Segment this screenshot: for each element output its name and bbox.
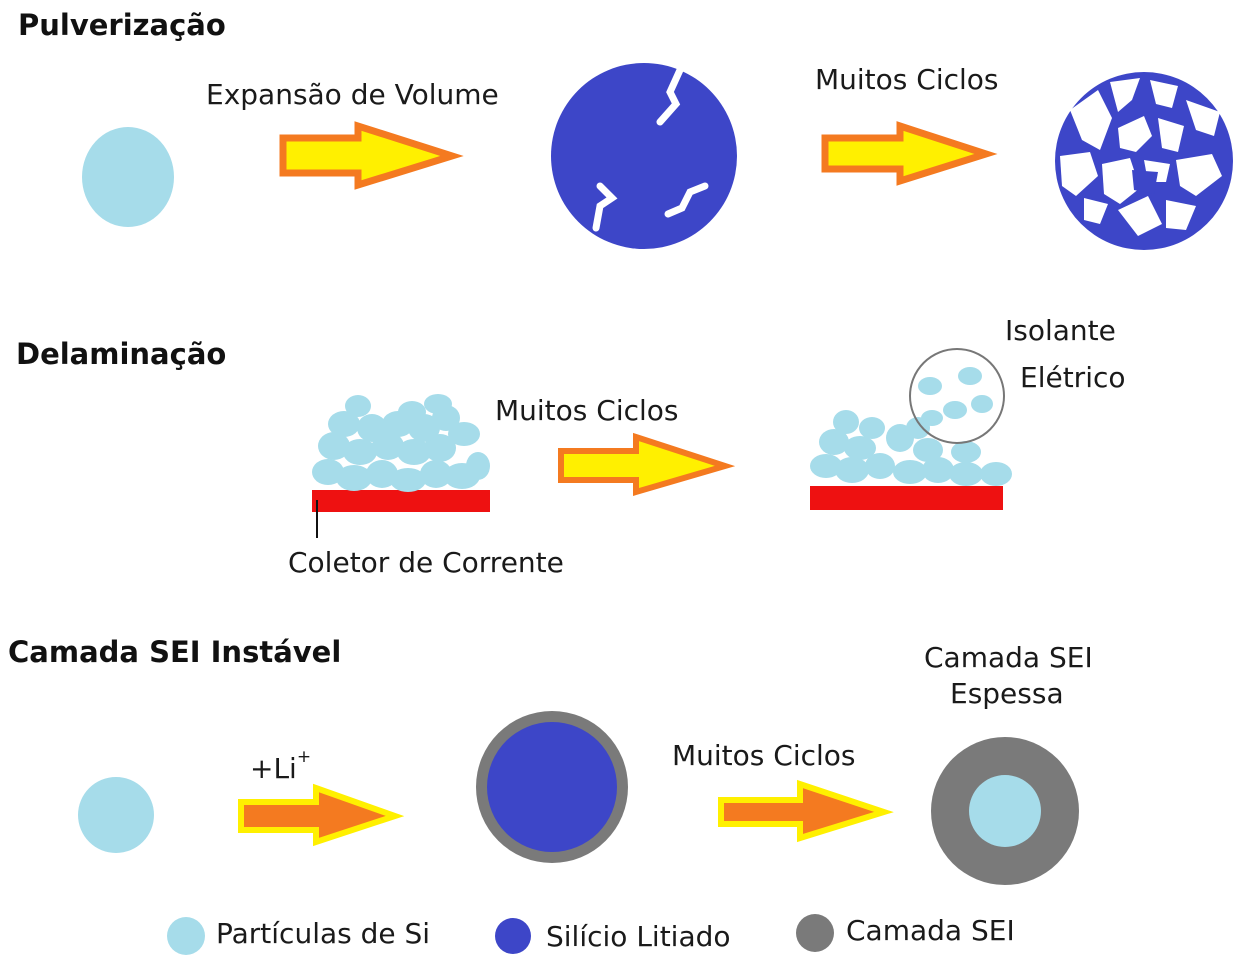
legend-label-lithiated-si: Silício Litiado xyxy=(546,920,731,953)
label-many-cycles-sei: Muitos Ciclos xyxy=(672,739,856,772)
arrow-many-cycles-1 xyxy=(821,121,998,186)
legend-label-sei-layer: Camada SEI xyxy=(846,914,1015,947)
si-electrode-layer-right xyxy=(810,410,1012,486)
legend-swatch-si-particles xyxy=(167,917,205,955)
arrow-many-cycles-delamination xyxy=(558,432,736,497)
label-lithium-ion: +Li+ xyxy=(250,747,311,786)
cracked-lithiated-particle xyxy=(551,63,737,249)
arrow-expansion xyxy=(279,121,464,190)
label-volume-expansion: Expansão de Volume xyxy=(206,78,499,111)
si-electrode-layer-left xyxy=(312,394,490,492)
label-thick-sei-line1: Camada SEI xyxy=(924,641,1093,674)
particle-with-thick-sei xyxy=(931,737,1079,885)
label-lithium-text: +Li xyxy=(250,752,297,785)
label-many-cycles-pulverization: Muitos Ciclos xyxy=(815,63,999,96)
legend-swatch-sei-layer xyxy=(796,914,834,952)
arrow-many-cycles-sei xyxy=(718,779,894,843)
label-thick-sei-line2: Espessa xyxy=(950,677,1064,710)
current-collector-left xyxy=(312,490,490,512)
section-title-unstable-sei: Camada SEI Instável xyxy=(8,635,342,669)
arrow-lithiation xyxy=(238,783,405,847)
legend-swatch-lithiated-si xyxy=(495,918,531,954)
si-particle xyxy=(82,127,174,227)
pulverized-particle xyxy=(1055,72,1233,250)
legend-label-si-particles: Partículas de Si xyxy=(216,917,431,950)
section-title-pulverization: Pulverização xyxy=(18,8,226,42)
insulated-particles-cluster xyxy=(909,348,1005,444)
lithiated-particle-with-sei xyxy=(476,711,628,863)
label-lithium-charge: + xyxy=(296,746,312,767)
label-current-collector: Coletor de Corrente xyxy=(288,546,564,579)
si-particle-sei xyxy=(78,777,154,853)
label-insulator-line1: Isolante xyxy=(1005,314,1116,347)
current-collector-right xyxy=(810,486,1003,510)
section-title-delamination: Delaminação xyxy=(16,337,227,371)
label-insulator-line2: Elétrico xyxy=(1020,361,1126,394)
label-many-cycles-delamination: Muitos Ciclos xyxy=(495,394,679,427)
